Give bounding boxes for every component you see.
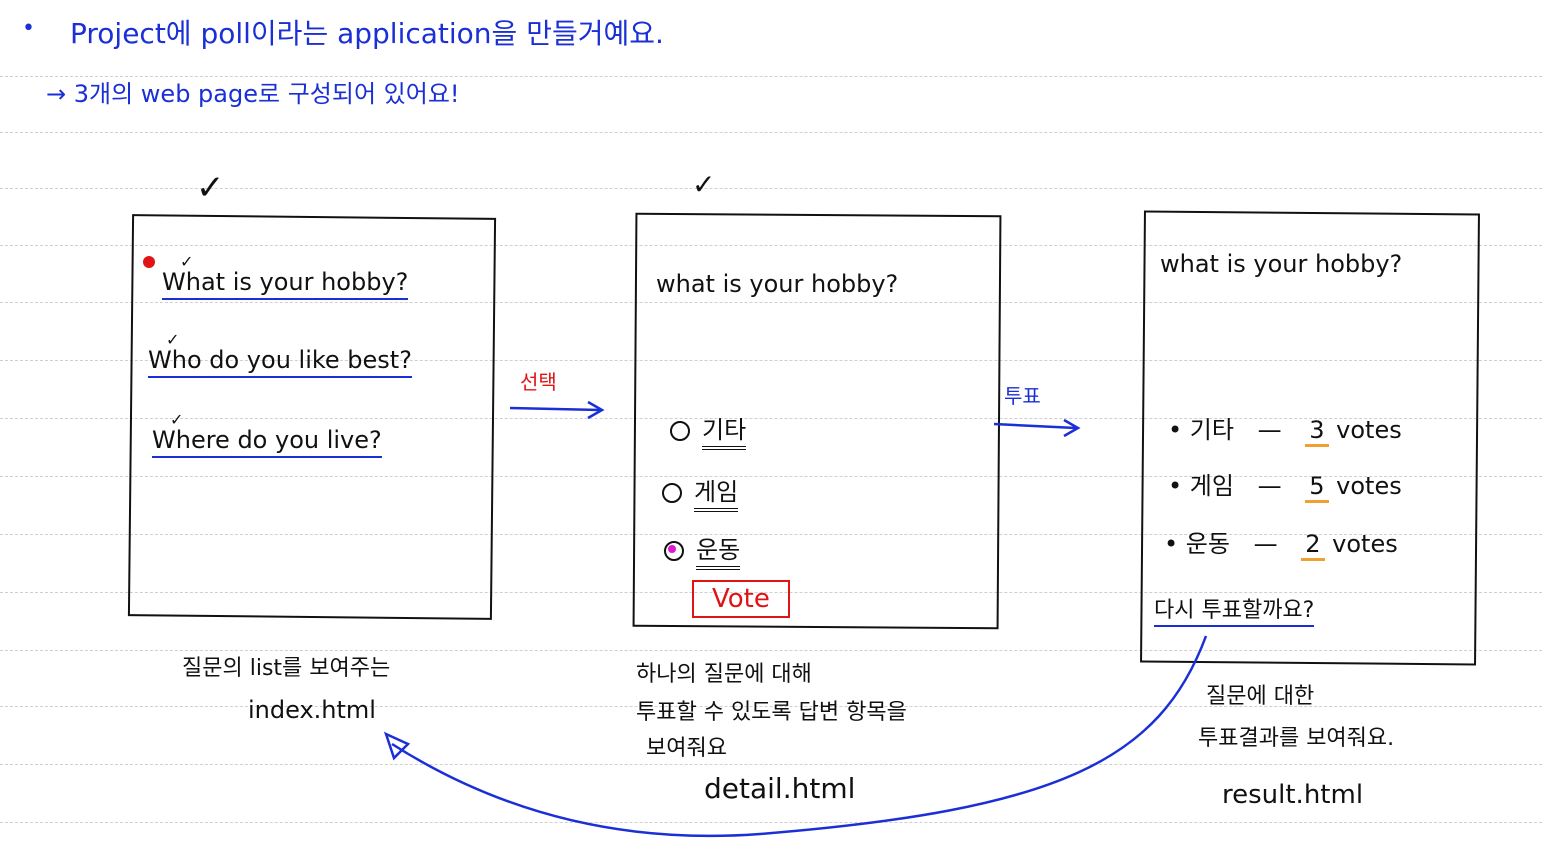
result-row: • 게임 — 5 votes xyxy=(1168,466,1402,503)
detail-caption-3: 보여줘요 xyxy=(646,736,727,761)
question-text: What is your hobby? xyxy=(162,268,409,300)
result-row: • 기타 — 3 votes xyxy=(1168,410,1402,447)
result-row: • 운동 — 2 votes xyxy=(1164,524,1398,561)
check-mark-icon: ✓ xyxy=(692,168,716,201)
check-mark-icon: ✓ xyxy=(196,168,225,208)
ruled-line xyxy=(0,132,1542,133)
result-caption-1: 질문에 대한 xyxy=(1206,684,1315,709)
ruled-line xyxy=(0,650,1542,651)
detail-filename: detail.html xyxy=(704,772,856,805)
choice-option[interactable]: 운동 xyxy=(664,530,741,570)
detail-caption-2: 투표할 수 있도록 답변 항목을 xyxy=(636,700,907,725)
radio-button[interactable] xyxy=(662,483,682,503)
result-dash: — xyxy=(1257,416,1282,444)
select-label: 선택 xyxy=(520,370,557,394)
result-choice: • 게임 xyxy=(1168,472,1234,500)
header-line-2: → 3개의 web page로 구성되어 있어요! xyxy=(46,80,460,108)
vote-again-link[interactable]: 다시 투표할까요? xyxy=(1154,592,1315,627)
choice-label: 게임 xyxy=(694,478,739,512)
header-line-1: Project에 poll이라는 application을 만들거예요. xyxy=(70,17,664,50)
question-item[interactable]: ✓ What is your hobby? xyxy=(162,252,409,300)
return-arrow xyxy=(383,635,1208,838)
result-dash: — xyxy=(1253,530,1278,558)
radio-button[interactable] xyxy=(670,421,690,441)
tick-icon: ✓ xyxy=(166,330,180,349)
ruled-line xyxy=(0,764,1542,765)
question-item[interactable]: ✓ Who do you like best? xyxy=(148,330,412,378)
result-question: what is your hobby? xyxy=(1160,250,1403,278)
question-text: Where do you live? xyxy=(152,426,382,458)
ruled-line xyxy=(0,534,1542,535)
result-choice: • 운동 xyxy=(1164,530,1230,558)
tick-icon: ✓ xyxy=(170,410,184,429)
header-bullet: • xyxy=(22,16,35,41)
vote-arrow-label: 투표 xyxy=(1004,384,1041,408)
result-choice: • 기타 xyxy=(1168,416,1234,444)
vote-button[interactable]: Vote xyxy=(692,580,790,618)
result-dash: — xyxy=(1257,472,1282,500)
index-filename: index.html xyxy=(248,696,376,724)
ruled-line xyxy=(0,822,1542,823)
choice-label: 기타 xyxy=(702,416,747,450)
ruled-line xyxy=(0,302,1542,303)
ruled-line xyxy=(0,245,1542,246)
ruled-line xyxy=(0,418,1542,419)
choice-option[interactable]: 기타 xyxy=(670,410,747,450)
radio-button-selected[interactable] xyxy=(664,541,684,561)
detail-question: what is your hobby? xyxy=(656,270,899,298)
detail-caption-1: 하나의 질문에 대해 xyxy=(636,662,812,687)
ruled-line xyxy=(0,592,1542,593)
question-text: Who do you like best? xyxy=(148,346,412,378)
vote-arrow xyxy=(993,418,1081,438)
choice-label: 운동 xyxy=(696,536,741,570)
ruled-line xyxy=(0,706,1542,707)
tick-icon: ✓ xyxy=(180,252,194,271)
vote-again-text: 다시 투표할까요? xyxy=(1154,598,1315,627)
red-dot-marker xyxy=(143,256,155,268)
ruled-line xyxy=(0,188,1542,189)
vote-count: 2 xyxy=(1301,530,1325,561)
vote-count: 5 xyxy=(1305,472,1329,503)
vote-count: 3 xyxy=(1305,416,1329,447)
ruled-line xyxy=(0,360,1542,361)
result-caption-2: 투표결과를 보여줘요. xyxy=(1198,726,1395,751)
vote-unit: votes xyxy=(1336,416,1402,444)
vote-unit: votes xyxy=(1332,530,1398,558)
index-caption: 질문의 list를 보여주는 xyxy=(182,656,391,681)
question-item[interactable]: ✓ Where do you live? xyxy=(152,410,382,458)
result-filename: result.html xyxy=(1222,780,1364,810)
ruled-line xyxy=(0,76,1542,77)
select-arrow xyxy=(509,400,605,420)
vote-unit: votes xyxy=(1336,472,1402,500)
choice-option[interactable]: 게임 xyxy=(662,472,739,512)
ruled-line xyxy=(0,476,1542,477)
